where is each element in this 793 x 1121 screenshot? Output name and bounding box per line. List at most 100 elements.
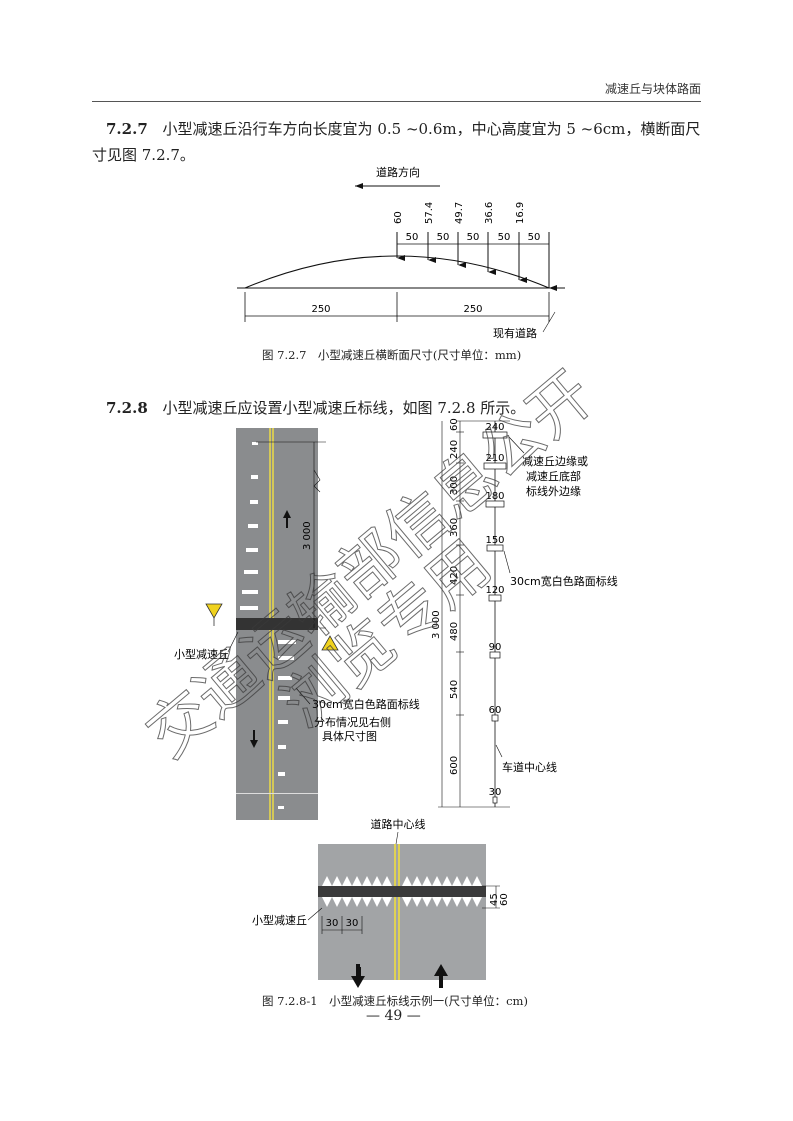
triangle-mark <box>432 876 442 886</box>
triangle-mark <box>372 897 382 907</box>
triangle-mark <box>332 876 342 886</box>
marking-bar <box>491 714 499 722</box>
triangle-mark <box>332 897 342 907</box>
lane-mark <box>244 570 258 574</box>
road-dim-value: 3 000 <box>302 521 313 550</box>
up-arrow-icon <box>434 964 448 988</box>
triangle-mark <box>322 876 332 886</box>
hump-leader <box>307 907 323 921</box>
triangle-mark <box>442 876 452 886</box>
speed-hump-band <box>236 618 318 630</box>
lane-mark <box>278 676 292 680</box>
half-length: 250 <box>311 304 330 315</box>
hump-profile <box>244 255 550 289</box>
marking-label: 30cm宽白色路面标线 <box>312 697 420 711</box>
triangle-mark <box>432 897 442 907</box>
width-value: 240 <box>485 422 504 433</box>
figure-7-2-8-hump-detail: 道路中心线 45 60 小型减速丘 30 30 <box>252 817 510 980</box>
marking-right-leader <box>503 550 511 574</box>
width-value: 30 <box>489 787 502 798</box>
lane-mark <box>242 590 258 594</box>
lane-center-leader <box>495 744 503 758</box>
marking-bar <box>492 796 498 804</box>
height-value: 36.6 <box>484 202 495 224</box>
segment-values: 60 240 300 360 420 480 540 600 <box>449 418 460 775</box>
figure-7-2-8-road-plan: 3 000 小型减速丘 30cm宽白色路面标线 分布情况见右侧 具体尺寸图 <box>174 428 420 820</box>
figure-7-2-8-dimension-diagram: 60 240 300 360 420 480 540 600 3 000 240… <box>431 418 618 808</box>
interval-value: 50 <box>498 232 511 243</box>
hump-label: 小型减速丘 <box>174 647 229 661</box>
triangle-mark <box>442 897 452 907</box>
segment-value: 300 <box>449 476 460 495</box>
width-value: 180 <box>485 491 504 502</box>
lane-mark <box>278 772 285 776</box>
triangle-mark <box>452 876 462 886</box>
lane-mark <box>278 806 284 809</box>
edge-label: 减速丘底部 <box>526 469 581 483</box>
triangle-mark <box>342 897 352 907</box>
triangle-mark <box>372 876 382 886</box>
clause-number: 7.2.7 <box>106 120 148 138</box>
width-value: 90 <box>489 642 502 653</box>
interval-value: 50 <box>528 232 541 243</box>
stop-line <box>236 793 318 794</box>
marking-leader <box>295 687 311 705</box>
existing-road-leader <box>542 311 556 333</box>
road-center-label: 道路中心线 <box>371 817 426 831</box>
triangle-mark <box>352 876 362 886</box>
segment-value: 60 <box>449 418 460 431</box>
marking-bar <box>483 462 507 470</box>
lane-mark <box>252 442 258 445</box>
lane-mark <box>278 745 286 749</box>
lane-mark <box>278 720 288 724</box>
triangle-mark <box>462 897 472 907</box>
up-arrow-icon <box>283 510 291 528</box>
edge-label: 减速丘边缘或 <box>522 455 588 468</box>
down-arrow-icon <box>351 964 365 988</box>
lane-mark <box>248 524 258 528</box>
interval-values: 50 50 50 50 50 <box>406 232 541 243</box>
segment-value: 480 <box>449 622 460 641</box>
total-dim-value: 3 000 <box>431 610 442 639</box>
marking-bar <box>486 544 504 552</box>
warning-sign-icon <box>205 603 223 626</box>
segment-value: 360 <box>449 518 460 537</box>
figure-7-2-8-caption: 图 7.2.8-1 小型减速丘标线示例一(尺寸单位：cm) <box>262 994 528 1008</box>
lane-mark <box>250 500 258 504</box>
segment-value: 240 <box>449 440 460 459</box>
distribution-label: 具体尺寸图 <box>322 729 377 743</box>
triangle-mark <box>462 876 472 886</box>
lane-mark <box>240 606 258 610</box>
clause-text: 小型减速丘沿行车方向长度宜为 0.5 ~0.6m，中心高度宜为 5 ~6cm，横… <box>92 120 701 164</box>
triangle-mark <box>412 897 422 907</box>
marking-bars <box>482 431 508 804</box>
lane-mark <box>278 696 290 700</box>
marking-bar <box>482 431 508 439</box>
edge-label: 标线外边缘 <box>526 484 581 498</box>
interval-value: 50 <box>467 232 480 243</box>
half-length: 250 <box>463 304 482 315</box>
width-value: 210 <box>485 453 504 464</box>
running-header: 减速丘与块体路面 <box>604 82 701 96</box>
clause-7-2-7: 7.2.7 小型减速丘沿行车方向长度宜为 0.5 ~0.6m，中心高度宜为 5 … <box>92 116 702 168</box>
road-surface-detail <box>318 844 486 980</box>
tri-dim-value: 30 <box>326 918 339 929</box>
height-value: 60 <box>393 211 404 224</box>
marking-bar <box>485 500 505 508</box>
tri-dim-value: 30 <box>346 918 359 929</box>
height-dim-value: 45 <box>489 893 500 906</box>
figure-7-2-7: 道路方向 60 57.4 49.7 36.6 16.9 50 50 50 50 … <box>237 165 565 340</box>
marking-bar <box>488 594 502 602</box>
triangle-mark <box>362 897 372 907</box>
lane-mark <box>246 548 258 552</box>
triangle-mark <box>472 876 482 886</box>
direction-arrows <box>351 964 448 988</box>
height-value: 16.9 <box>515 202 526 224</box>
segment-value: 420 <box>449 566 460 585</box>
height-values: 60 57.4 49.7 36.6 16.9 <box>393 202 526 224</box>
triangle-mark <box>322 897 332 907</box>
triangle-mark <box>342 876 352 886</box>
clause-7-2-8: 7.2.8 小型减速丘应设置小型减速丘标线，如图 7.2.8 所示。 <box>92 395 702 421</box>
warning-sign-icon <box>321 635 339 651</box>
edge-leader <box>508 436 525 454</box>
